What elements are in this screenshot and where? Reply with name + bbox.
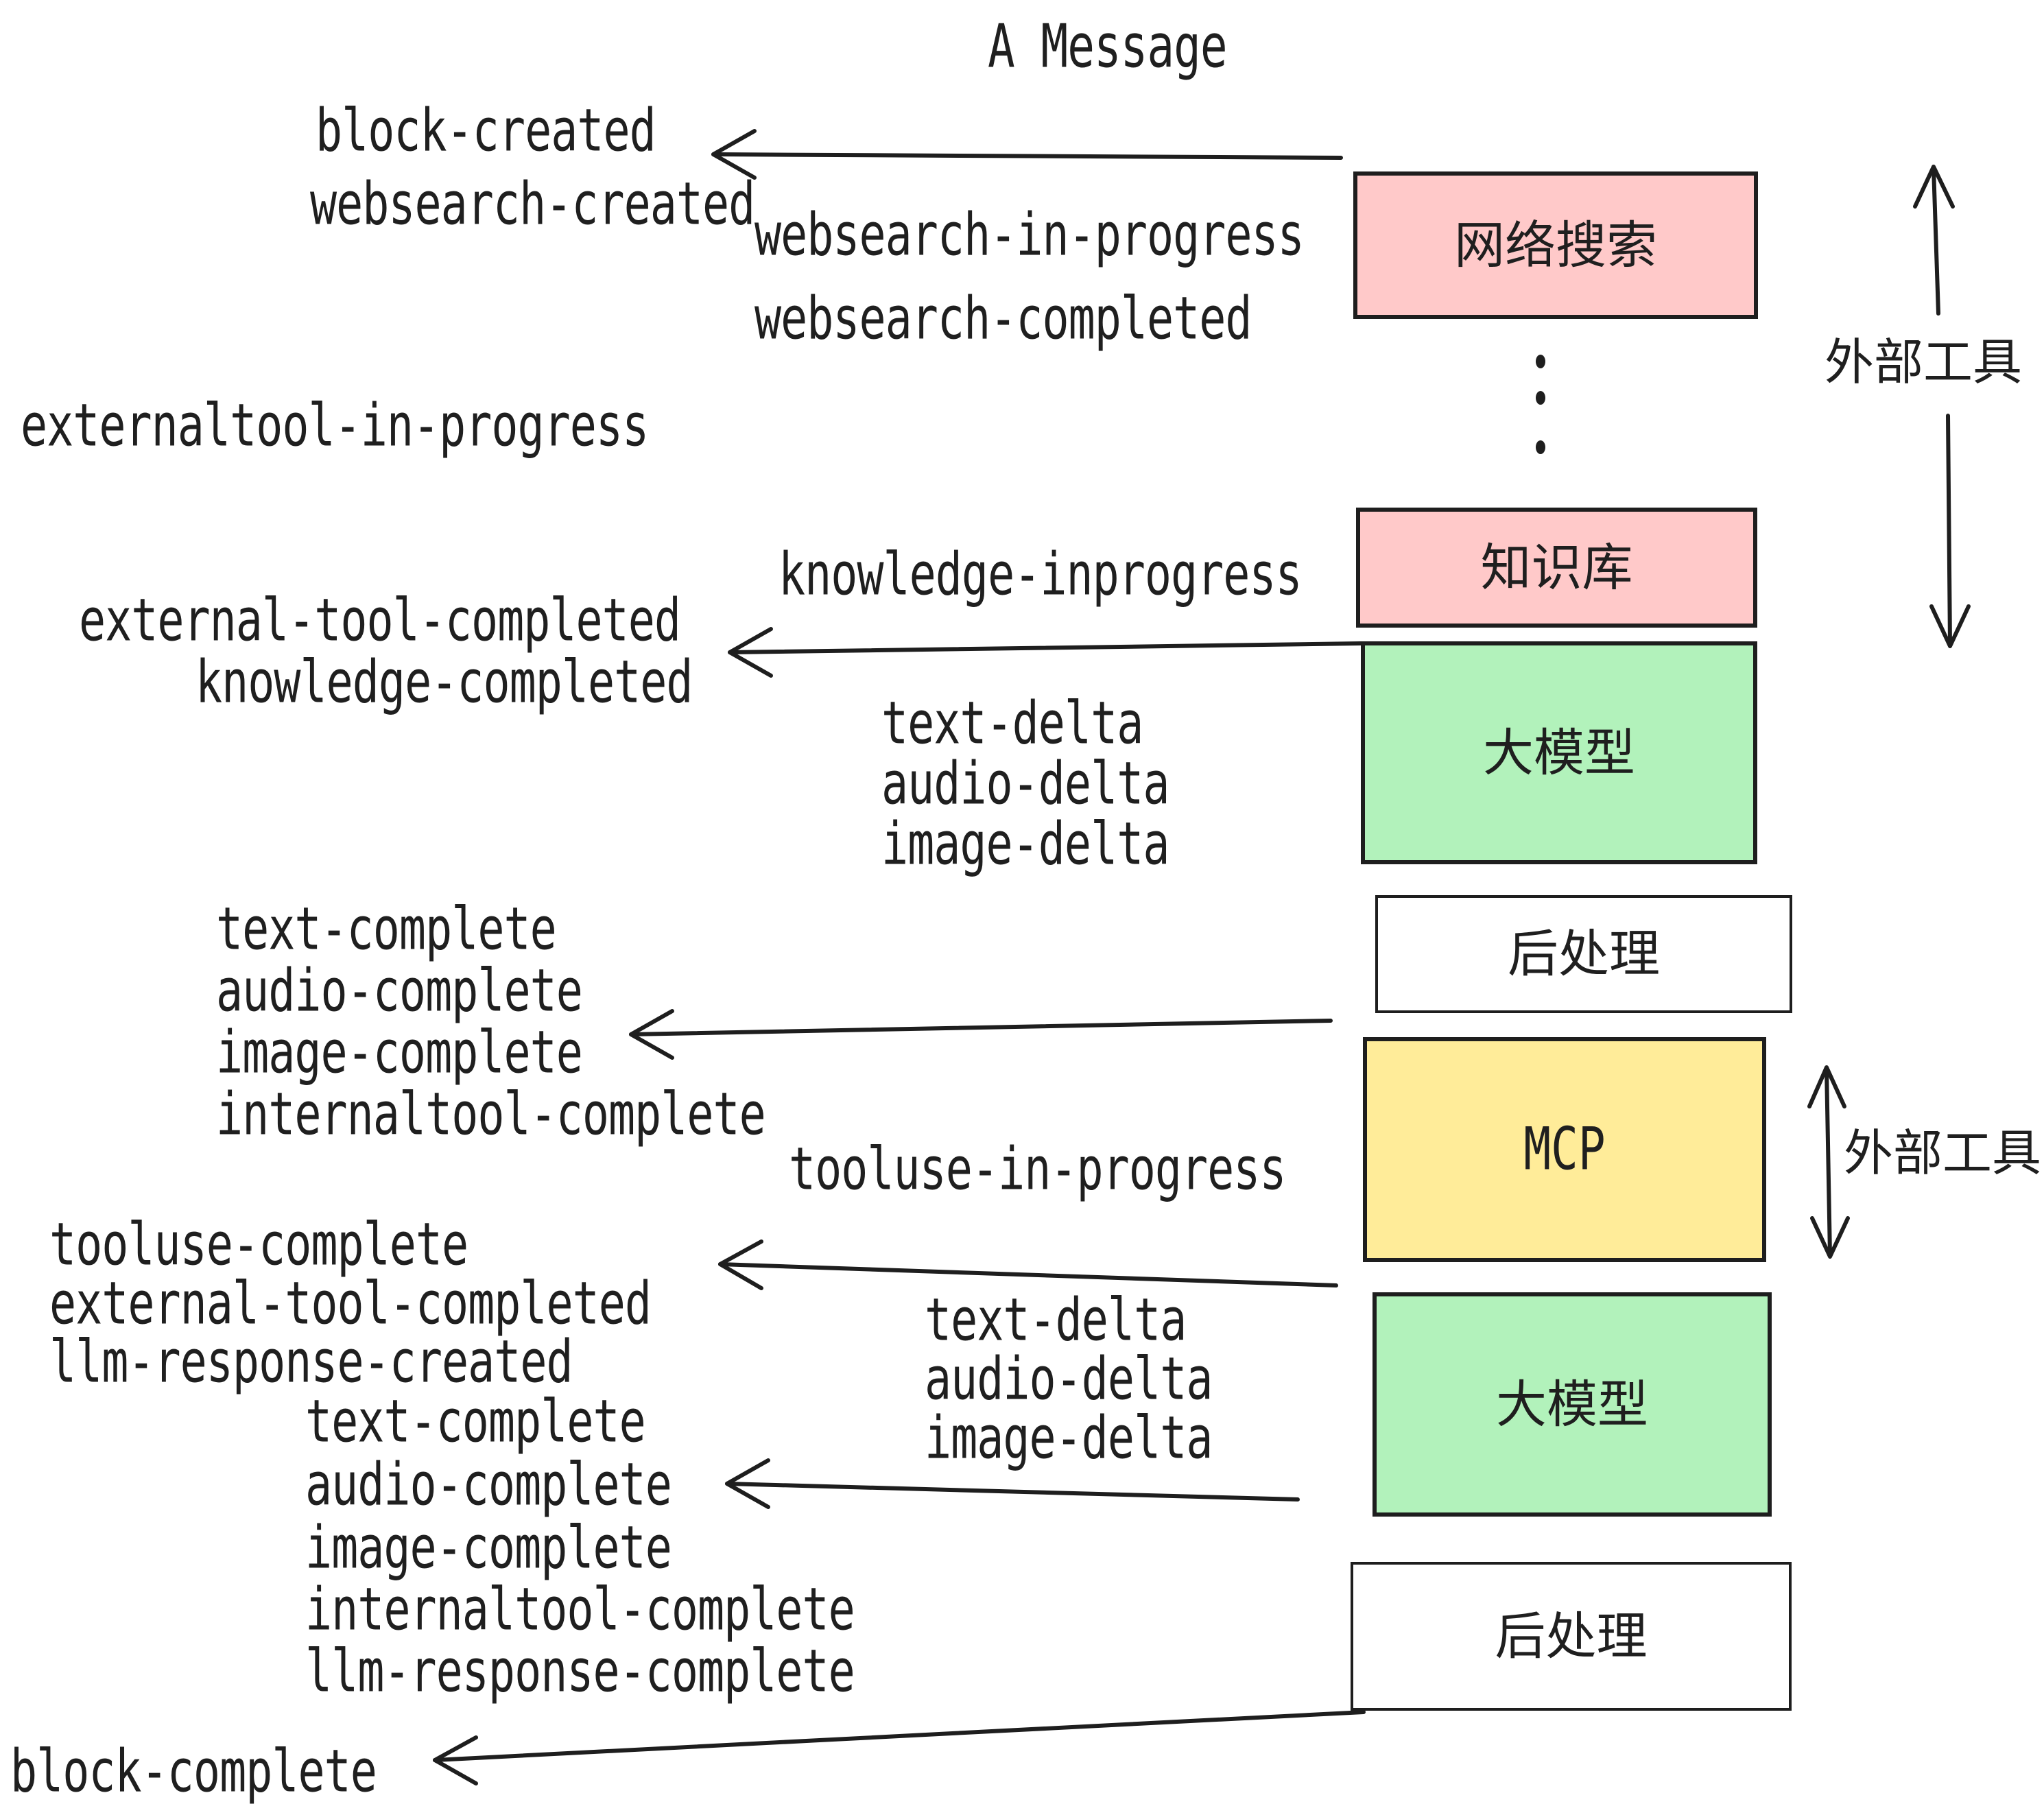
ellipsis-dot: [1536, 355, 1545, 368]
event-llm-response-complete: llm-response-complete: [305, 1637, 855, 1706]
ellipsis-dot: [1536, 391, 1545, 405]
event-audio-delta: audio-delta: [881, 750, 1169, 818]
event-external-tool-completed: external-tool-completed: [79, 586, 681, 655]
event-image-delta: image-delta: [881, 810, 1169, 879]
event-websearch-created: websearch-created: [310, 170, 755, 239]
box-web-search: 网络搜索: [1353, 171, 1758, 319]
event-llm-response-created: llm-response-created: [49, 1328, 573, 1397]
box-llm-label: 大模型: [1483, 723, 1635, 783]
box-web-search-label: 网络搜索: [1454, 215, 1657, 275]
ellipsis-dot: [1536, 440, 1545, 454]
box-post-process-2: 后处理: [1351, 1562, 1792, 1711]
arrow-image-complete: [629, 1009, 1333, 1060]
box-llm-2-label: 大模型: [1496, 1375, 1648, 1434]
event-audio-complete: audio-complete: [216, 957, 583, 1025]
event-block-complete: block-complete: [10, 1737, 377, 1804]
event-internaltool-complete: internaltool-complete: [216, 1080, 766, 1149]
event-websearch-in-progress: websearch-in-progress: [754, 201, 1305, 270]
box-mcp-label: MCP: [1523, 1115, 1606, 1184]
arrow-external-tools-mcp: [1807, 1065, 1850, 1259]
event-knowledge-completed: knowledge-completed: [195, 648, 693, 717]
box-post-process-1: 后处理: [1375, 895, 1792, 1013]
event-audio-complete-2: audio-complete: [305, 1451, 672, 1519]
event-text-complete-2: text-complete: [305, 1388, 646, 1456]
arrow-external-tools-up: [1913, 165, 1955, 316]
event-websearch-completed: websearch-completed: [754, 285, 1252, 353]
box-mcp: MCP: [1363, 1037, 1766, 1262]
event-tooluse-in-progress: tooluse-in-progress: [789, 1135, 1287, 1204]
event-image-complete: image-complete: [216, 1019, 583, 1087]
arrow-tooluse-complete: [718, 1239, 1338, 1290]
event-audio-delta-2: audio-delta: [925, 1345, 1213, 1414]
box-llm-1: 大模型: [1361, 641, 1757, 864]
box-post-process-label: 后处理: [1508, 925, 1660, 984]
event-external-tool-completed-2: external-tool-completed: [49, 1270, 652, 1338]
event-text-delta: text-delta: [881, 689, 1143, 758]
event-text-delta-2: text-delta: [925, 1286, 1187, 1355]
event-image-complete-2: image-complete: [305, 1514, 672, 1582]
external-tools-label-mcp: 外部工具: [1844, 1124, 2042, 1182]
event-knowledge-inprogress: knowledge-inprogress: [779, 541, 1303, 609]
box-knowledge-label: 知识库: [1480, 538, 1633, 597]
box-knowledge: 知识库: [1356, 508, 1757, 628]
event-externaltool-in-progress: externaltool-in-progress: [21, 392, 649, 460]
arrow-block-created: [711, 129, 1343, 180]
event-internaltool-complete-2: internaltool-complete: [305, 1576, 855, 1644]
event-text-complete: text-complete: [216, 895, 557, 964]
page-title: A Message: [988, 12, 1228, 82]
box-llm-2: 大模型: [1372, 1292, 1772, 1517]
arrow-block-complete: [433, 1710, 1366, 1785]
event-image-delta-2: image-delta: [925, 1404, 1213, 1473]
arrow-external-tools-down: [1929, 414, 1971, 648]
box-post-process-2-label: 后处理: [1495, 1606, 1648, 1666]
external-tools-label-top: 外部工具: [1825, 333, 2023, 391]
arrow-knowledge-completed: [728, 627, 1363, 678]
event-tooluse-complete: tooluse-complete: [49, 1211, 468, 1279]
event-block-created: block-created: [316, 97, 656, 165]
